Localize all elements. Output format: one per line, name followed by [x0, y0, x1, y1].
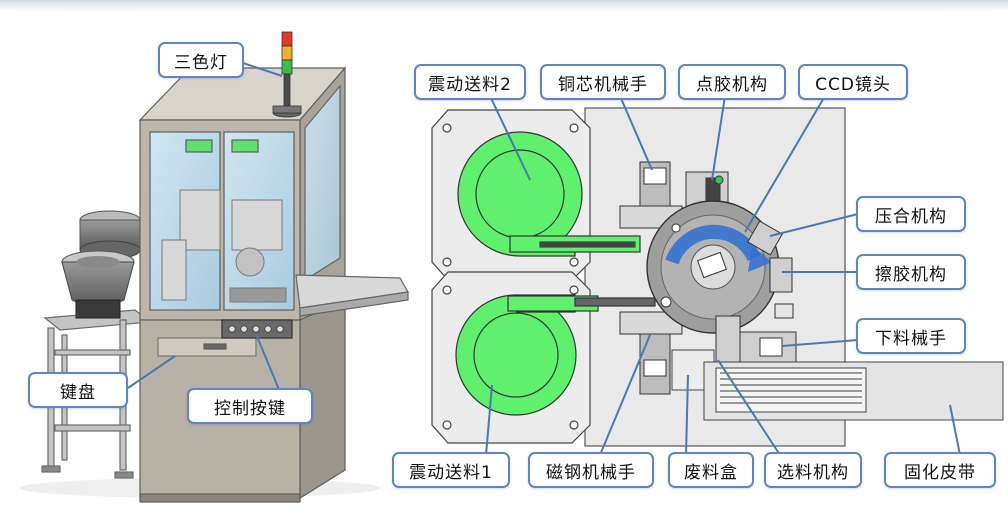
label-waste-box: 废料盒 — [668, 452, 754, 488]
vibration-bowl-front — [61, 250, 135, 319]
rotary-table — [646, 200, 780, 334]
label-vibration-feeder-2: 震动送料2 — [414, 64, 526, 100]
machine-3d-view — [20, 31, 409, 503]
top-shade — [0, 0, 1008, 16]
magnet-manipulator-body — [619, 311, 683, 395]
feeder-1-plate — [431, 271, 656, 444]
layout-top-view — [431, 107, 1004, 447]
pressing-mechanism-body — [747, 220, 783, 256]
label-glue-wiping-mechanism: 擦胶机构 — [856, 254, 966, 290]
label-copper-core-manipulator: 铜芯机械手 — [540, 64, 666, 100]
glue-wiping-mechanism-body — [769, 257, 794, 319]
label-unloading-manipulator: 下料械手 — [856, 318, 966, 354]
label-sorting-mechanism: 选料机构 — [764, 452, 862, 488]
label-pressing-mechanism: 压合机构 — [856, 196, 966, 232]
label-control-buttons: 控制按键 — [187, 388, 313, 424]
label-dispensing-mechanism: 点胶机构 — [678, 64, 786, 100]
vibration-bowl-back — [79, 210, 141, 260]
label-curing-belt: 固化皮带 — [884, 452, 996, 488]
tricolor-light-tower — [272, 31, 302, 118]
label-ccd-lens: CCD镜头 — [798, 64, 908, 100]
label-magnet-manipulator: 磁钢机械手 — [528, 452, 654, 488]
curing-belt-body — [703, 361, 1004, 421]
label-keyboard: 键盘 — [28, 372, 128, 408]
leader-lines — [127, 61, 961, 456]
main-cabinet — [138, 66, 409, 503]
feeder-2-plate — [431, 109, 641, 281]
copper-core-manipulator-body — [619, 161, 683, 229]
label-tricolor-light: 三色灯 — [158, 42, 244, 78]
label-vibration-feeder-1: 震动送料1 — [392, 452, 510, 488]
